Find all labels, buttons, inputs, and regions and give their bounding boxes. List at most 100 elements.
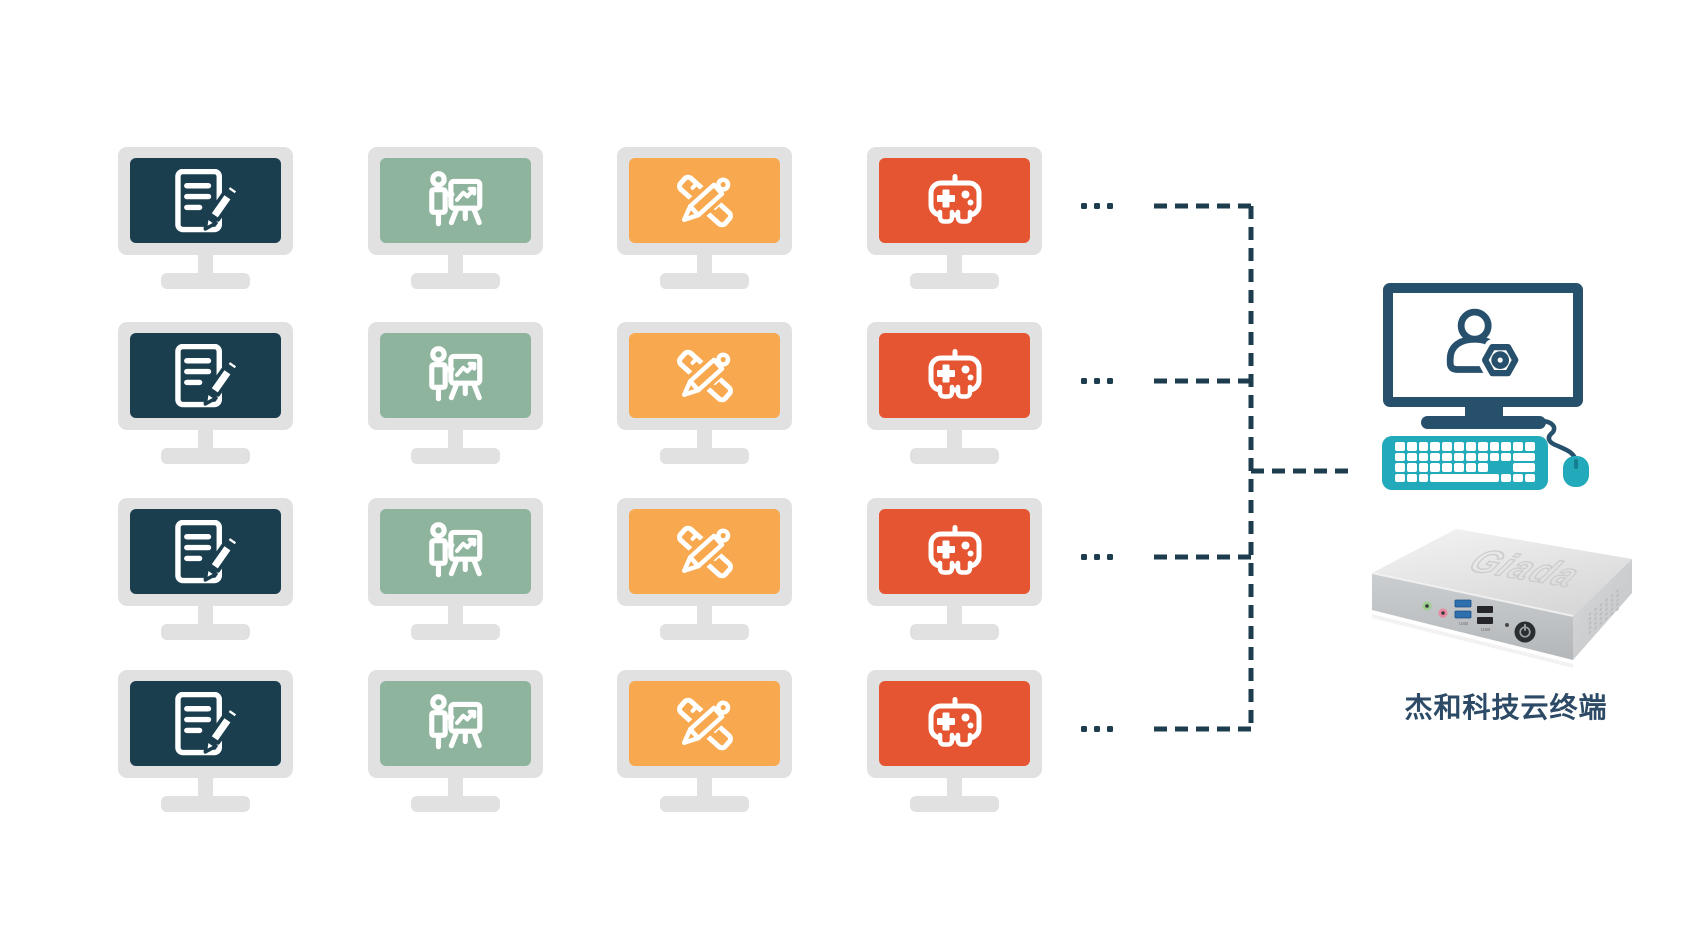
user-settings-icon [1446, 308, 1524, 381]
gamepad-foot-left [937, 732, 954, 747]
monitor-stand-neck [448, 428, 463, 450]
nut-outline [1481, 343, 1519, 376]
client-monitor-neck [1465, 405, 1503, 419]
gamepad-foot-right [955, 384, 972, 399]
monitor-screen [130, 158, 281, 243]
monitor-presentation-row4 [368, 670, 543, 815]
device-right-face [1573, 559, 1632, 660]
monitor-stand-base [660, 448, 749, 464]
monitor-screen [130, 681, 281, 766]
gamepad-body [928, 703, 981, 740]
key [1477, 463, 1488, 472]
design-tools-icon [676, 348, 734, 402]
presentation-chart-icon [428, 170, 482, 226]
monitor-stand-base [411, 796, 500, 812]
gamepad-body [928, 355, 981, 392]
presentation-chart-icon [428, 521, 482, 577]
monitor-office-row1 [118, 147, 293, 292]
key [1501, 452, 1512, 461]
monitor-screen [380, 681, 531, 766]
monitor-stand-neck [448, 776, 463, 798]
user-shoulders [1446, 335, 1499, 373]
gamepad-foot-right [955, 209, 972, 224]
dpad [936, 540, 955, 558]
key [1465, 442, 1476, 451]
power-button [1514, 621, 1536, 643]
key [1430, 452, 1441, 461]
key [1454, 442, 1464, 451]
key [1395, 463, 1405, 472]
monitor-stand-base [161, 796, 250, 812]
row1-ellipsis [1081, 203, 1113, 209]
dpad [936, 364, 955, 382]
monitor-stand-base [161, 273, 250, 289]
client-label: 杰和科技云终端 [1404, 692, 1608, 723]
monitor-office-row2 [118, 322, 293, 467]
key [1418, 452, 1429, 461]
spacebar-key [1430, 473, 1500, 482]
pencil [203, 533, 236, 582]
key [1418, 463, 1429, 472]
ellipsis-dot [1081, 726, 1087, 732]
key [1418, 442, 1429, 451]
key [1406, 442, 1417, 451]
pencil [677, 173, 734, 226]
key [1442, 463, 1453, 472]
easel-leg-right [470, 205, 482, 225]
easel-leg-right [470, 556, 482, 576]
monitor-screen [380, 333, 531, 418]
ellipsis-dot [1107, 378, 1113, 384]
gamepad-icon [928, 173, 981, 224]
easel-leg-left [448, 380, 460, 400]
key [1395, 473, 1405, 482]
easel-leg-left [448, 556, 460, 576]
monitor-gaming-row4 [867, 670, 1042, 815]
monitor-screen [380, 509, 531, 594]
keyboard [1382, 436, 1548, 490]
ellipsis-dot [1094, 378, 1100, 384]
monitor-design-row3 [617, 498, 792, 643]
design-tools-icon [676, 696, 734, 750]
key [1501, 442, 1512, 451]
presenter-head [429, 345, 447, 363]
key [1513, 442, 1524, 451]
presentation-chart-icon [428, 345, 482, 401]
monitor-gaming-row2 [867, 322, 1042, 467]
monitor-screen [629, 158, 780, 243]
presentation-chart-icon [428, 693, 482, 749]
monitor-stand-base [161, 624, 250, 640]
monitor-gaming-row1 [867, 147, 1042, 292]
design-tools-icon [676, 173, 734, 227]
trend-arrow [467, 709, 476, 719]
usb3-port [1454, 599, 1472, 608]
key [1525, 442, 1535, 451]
key [1395, 452, 1405, 461]
monitor-stand-neck [697, 428, 712, 450]
trend-arrow [467, 537, 476, 547]
easel-leg-left [448, 728, 460, 748]
monitor-screen [879, 681, 1030, 766]
monitor-presentation-row3 [368, 498, 543, 643]
key [1442, 442, 1453, 451]
trend-arrow [467, 186, 476, 196]
key [1489, 452, 1500, 461]
monitor-stand-neck [947, 428, 962, 450]
pencil [677, 524, 734, 577]
monitor-stand-base [910, 273, 999, 289]
key-gap [1501, 463, 1511, 472]
ellipsis-dot [1094, 203, 1100, 209]
easel-leg-right [470, 728, 482, 748]
gamepad-icon [928, 524, 981, 575]
dpad [936, 189, 955, 207]
monitor-stand-neck [198, 604, 213, 626]
ellipsis-dot [1094, 726, 1100, 732]
usb-port-label: USB [1481, 627, 1490, 632]
row2-ellipsis [1081, 378, 1113, 384]
button-b [967, 199, 973, 205]
key [1513, 473, 1524, 482]
button-a [961, 190, 969, 198]
monitor-office-row4 [118, 670, 293, 815]
monitor-presentation-row2 [368, 322, 543, 467]
key [1513, 452, 1535, 461]
